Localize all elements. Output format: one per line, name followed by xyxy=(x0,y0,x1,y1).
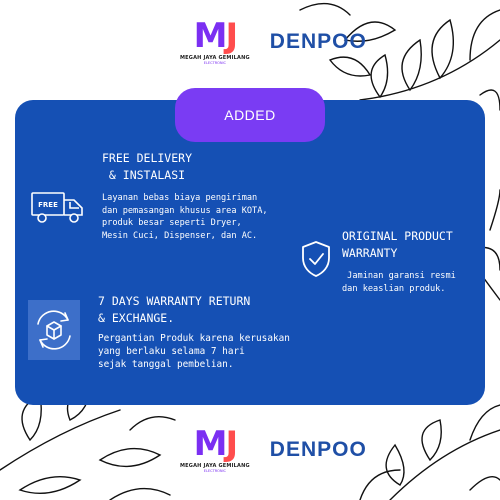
mj-logo-mark: MJ xyxy=(193,16,238,56)
mj-logo-name: MEGAH JAYA GEMILANG xyxy=(180,463,250,469)
mj-logo: MJ MEGAH JAYA GEMILANG ELECTRONIC xyxy=(180,19,250,65)
added-badge: ADDED xyxy=(175,88,325,142)
shield-check-icon xyxy=(302,241,330,277)
mj-logo-name: MEGAH JAYA GEMILANG xyxy=(180,55,250,61)
mj-logo-sub: ELECTRONIC xyxy=(203,61,227,65)
benefits-card xyxy=(15,100,485,405)
delivery-truck-icon: FREE xyxy=(31,192,83,223)
feature-delivery-body: Layanan bebas biaya pengiriman dan pemas… xyxy=(102,193,268,241)
feature-return-body: Pergantian Produk karena kerusakan yang … xyxy=(98,333,290,370)
mj-logo: MJ MEGAH JAYA GEMILANG ELECTRONIC xyxy=(180,427,250,473)
return-box-icon xyxy=(28,300,80,360)
denpoo-logo: DENPOO xyxy=(269,438,367,461)
denpoo-logo: DENPOO xyxy=(269,30,367,53)
brand-header: MJ MEGAH JAYA GEMILANG ELECTRONIC DENPOO xyxy=(180,14,366,70)
mj-logo-sub: ELECTRONIC xyxy=(203,469,227,473)
feature-warranty-title: ORIGINAL PRODUCT WARRANTY xyxy=(342,229,453,260)
brand-footer: MJ MEGAH JAYA GEMILANG ELECTRONIC DENPOO xyxy=(180,422,366,478)
truck-free-text: FREE xyxy=(38,201,58,209)
mj-logo-mark: MJ xyxy=(193,424,238,464)
feature-return-title: 7 DAYS WARRANTY RETURN & EXCHANGE. xyxy=(98,294,251,325)
feature-delivery-title: FREE DELIVERY & INSTALASI xyxy=(102,151,193,182)
feature-warranty-body: Jaminan garansi resmi dan keaslian produ… xyxy=(342,271,456,294)
